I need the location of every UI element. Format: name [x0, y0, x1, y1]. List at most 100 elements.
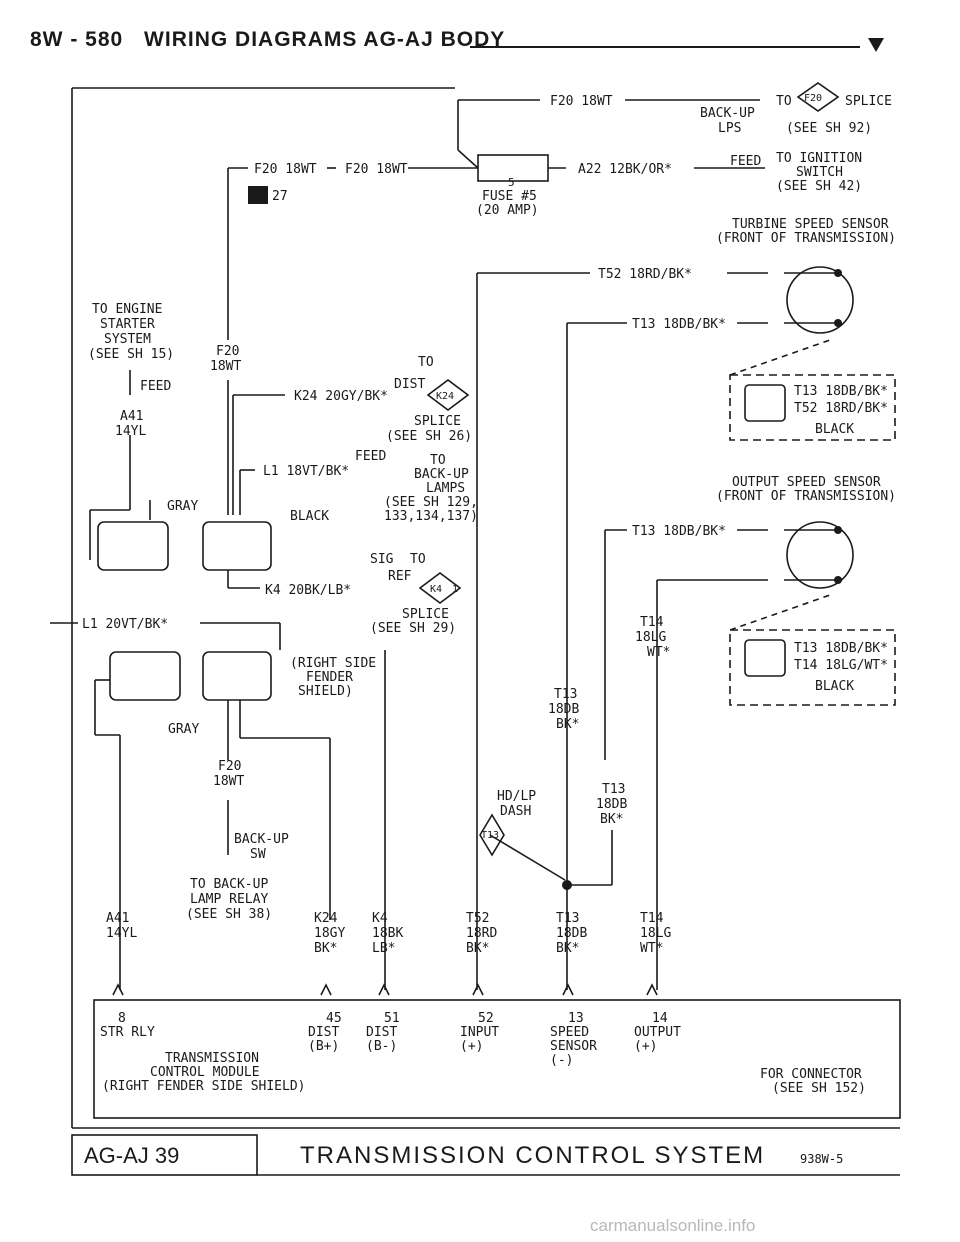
label-fuse-num: 5: [508, 176, 515, 189]
page-header: 8W - 580 WIRING DIAGRAMS AG-AJ BODY: [30, 28, 519, 52]
bottom-wire-label: BK*: [466, 941, 489, 956]
label-switch: SWITCH: [796, 165, 843, 180]
label-to-k24: TO: [418, 355, 434, 370]
footer-model: AG-AJ 39: [84, 1143, 179, 1168]
label-splice-3: SPLICE: [402, 607, 449, 622]
sensor-connector-icon: [744, 384, 786, 422]
label-conn2-a: T13 18DB/BK*: [794, 641, 888, 656]
pin-arrow-icon: [320, 983, 332, 996]
tcm-label-2: CONTROL MODULE: [150, 1065, 260, 1080]
bottom-wire-label: 14YL: [106, 926, 137, 941]
label-t14-2: 18LG: [635, 630, 666, 645]
label-a22: A22 12BK/OR*: [578, 162, 672, 177]
label-f20-top: F20 18WT: [550, 94, 613, 109]
tcm-pin-label: DIST: [366, 1025, 397, 1040]
tcm-pin-number: 8: [118, 1011, 126, 1026]
label-rsfs-3: SHIELD): [298, 684, 353, 699]
label-to-bu-3: (SEE SH 38): [186, 907, 272, 922]
bottom-wire-label: K4: [372, 911, 388, 926]
label-output-1: OUTPUT SPEED SENSOR: [732, 475, 881, 490]
label-to-f20: TO: [776, 94, 792, 109]
label-rsfs-1: (RIGHT SIDE: [290, 656, 376, 671]
label-t52-top: T52 18RD/BK*: [598, 267, 692, 282]
footer-section: TRANSMISSION CONTROL SYSTEM: [300, 1142, 765, 1169]
label-f20-v1: F20: [216, 344, 239, 359]
tcm-pin-number: 52: [478, 1011, 494, 1026]
label-l1-20: L1 20VT/BK*: [82, 617, 168, 632]
label-t13-badge: T13: [481, 830, 499, 841]
label-t14-3: WT*: [647, 645, 670, 660]
bottom-wire-label: 18GY: [314, 926, 345, 941]
bottom-wire-label: T13: [556, 911, 579, 926]
label-splice-2: SPLICE: [414, 414, 461, 429]
label-t13-r2: 18DB: [596, 797, 627, 812]
tcm-pin-label: (+): [460, 1039, 483, 1054]
bottom-wire-label: BK*: [556, 941, 579, 956]
label-gray-1: GRAY: [167, 499, 198, 514]
tcm-label-1: TRANSMISSION: [165, 1051, 259, 1066]
tcm-pin-label: (+): [634, 1039, 657, 1054]
label-to-engine-2: STARTER: [100, 317, 155, 332]
tcm-pin-label: SPEED: [550, 1025, 589, 1040]
label-fuse-amp: (20 AMP): [476, 203, 539, 218]
header-triangle-icon: [868, 38, 884, 52]
pin-arrow-icon: [378, 983, 390, 996]
tcm-pin-label: SENSOR: [550, 1039, 597, 1054]
label-f20-mid: F20 18WT: [345, 162, 408, 177]
label-backup-lamps-1: BACK-UP: [414, 467, 469, 482]
label-a41-top-1: A41: [120, 409, 143, 424]
label-hdlp-2: DASH: [500, 804, 531, 819]
bottom-wire-label: WT*: [640, 941, 663, 956]
label-to-engine-1: TO ENGINE: [92, 302, 162, 317]
tcm-pin-number: 45: [326, 1011, 342, 1026]
splice-dots: [562, 269, 842, 890]
page-number: 8W - 580: [30, 28, 124, 51]
label-to-2: TO: [430, 453, 446, 468]
label-backup-sw-2: SW: [250, 847, 266, 862]
tcm-pin-label: DIST: [308, 1025, 339, 1040]
label-t13-r1: T13: [602, 782, 625, 797]
label-rsfs-2: FENDER: [306, 670, 353, 685]
label-t13-mid-1: T13: [554, 687, 577, 702]
tcm-pin-label: (B-): [366, 1039, 397, 1054]
pin-arrow-icon: [646, 983, 658, 996]
page-title: WIRING DIAGRAMS AG-AJ BODY: [144, 28, 506, 51]
label-gray-2: GRAY: [168, 722, 199, 737]
label-turbine-1: TURBINE SPEED SENSOR: [732, 217, 889, 232]
label-dist: DIST: [394, 377, 425, 392]
label-t13-mid-3: BK*: [556, 717, 579, 732]
bottom-wire-label: BK*: [314, 941, 337, 956]
label-see-sh129: (SEE SH 129,: [384, 495, 478, 510]
label-backup: BACK-UP: [700, 106, 755, 121]
label-k4-sub: 1: [452, 584, 458, 595]
bottom-wire-label: A41: [106, 911, 129, 926]
label-see-sh92: (SEE SH 92): [786, 121, 872, 136]
label-l1-wire: L1 18VT/BK*: [263, 464, 349, 479]
watermark: carmanualsonline.info: [590, 1216, 756, 1235]
tcm-connector-2: (SEE SH 152): [772, 1081, 866, 1096]
bottom-wire-label: LB*: [372, 941, 395, 956]
label-see-sh26: (SEE SH 26): [386, 429, 472, 444]
tcm-connector-1: FOR CONNECTOR: [760, 1067, 862, 1082]
pin-arrow-icon: [472, 983, 484, 996]
tcm-pin-number: 13: [568, 1011, 584, 1026]
label-t13-top: T13 18DB/BK*: [632, 317, 726, 332]
label-black-1: BLACK: [290, 509, 329, 524]
bottom-wire-label: 18LG: [640, 926, 671, 941]
footer-code: 938W-5: [800, 1152, 843, 1166]
wires: [50, 87, 901, 1176]
label-feed-1: FEED: [730, 154, 761, 169]
bottom-wire-label: 18BK: [372, 926, 403, 941]
label-sig: SIG: [370, 552, 394, 567]
label-to-engine-4: (SEE SH 15): [88, 347, 174, 362]
tcm-pin-label: OUTPUT: [634, 1025, 681, 1040]
label-see-sh42: (SEE SH 42): [776, 179, 862, 194]
label-k4-wire: K4 20BK/LB*: [265, 583, 351, 598]
bottom-wire-label: T52: [466, 911, 489, 926]
label-to-bu-1: TO BACK-UP: [190, 877, 268, 892]
label-to-engine-3: SYSTEM: [104, 332, 151, 347]
label-conn2-b: T14 18LG/WT*: [794, 658, 888, 673]
label-ref: REF: [388, 569, 412, 584]
label-splice-1: SPLICE: [845, 94, 892, 109]
